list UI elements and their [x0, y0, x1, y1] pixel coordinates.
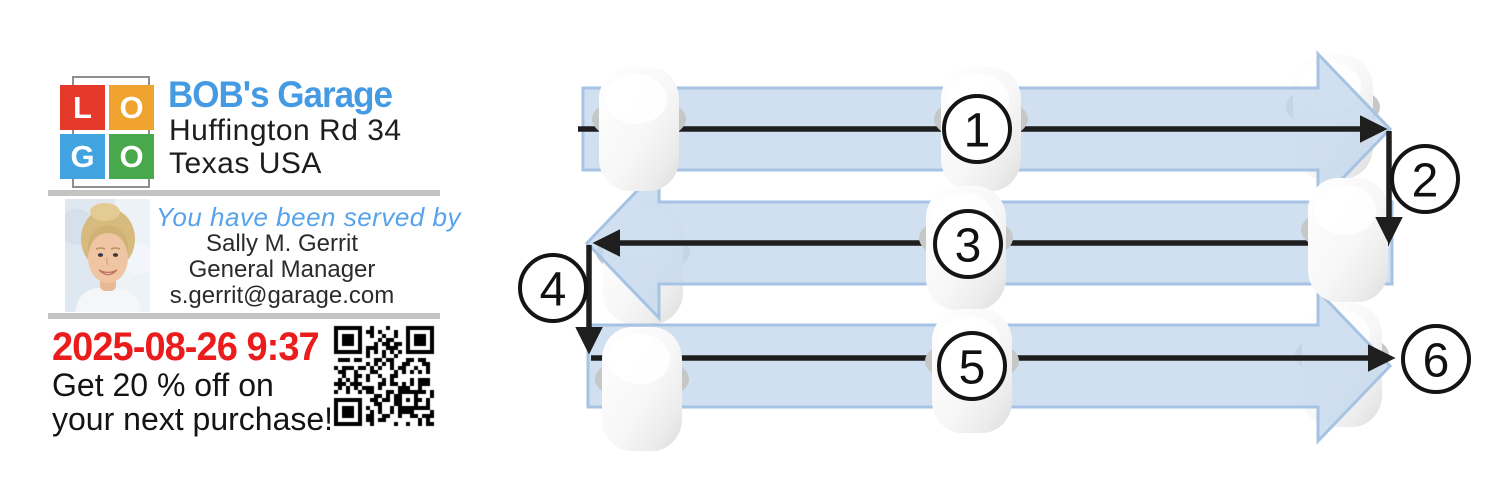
address-line-1: Huffington Rd 34: [169, 114, 402, 147]
logo-cell-l: L: [60, 85, 105, 130]
logo-cell-o2: O: [109, 134, 154, 179]
step-badge-3: 3: [933, 209, 1003, 279]
step-2-label: 2: [1412, 155, 1439, 208]
employee-title: General Manager: [188, 256, 376, 283]
roller-icon: [595, 327, 689, 451]
step-1-label: 1: [964, 105, 991, 158]
step-3-label: 3: [955, 220, 982, 273]
logo-cell-g: G: [60, 134, 105, 179]
served-by-label: You have been served by: [156, 202, 461, 232]
offer-line-2: your next purchase!: [52, 401, 334, 437]
logo: L O G O: [60, 85, 154, 179]
address-line-2: Texas USA: [169, 147, 322, 180]
roller-icon: [1301, 178, 1395, 302]
step-6-label: 6: [1423, 335, 1450, 388]
step-badge-4: 4: [518, 253, 588, 323]
roller-icon: [592, 67, 686, 191]
employee-name: Sally M. Gerrit: [205, 230, 358, 257]
step-badge-5: 5: [937, 331, 1007, 401]
logo-cell-o1: O: [109, 85, 154, 130]
step-5-label: 5: [959, 342, 986, 395]
business-name: BOB's Garage: [168, 74, 393, 116]
step-badge-2: 2: [1390, 144, 1460, 214]
employee-email: s.gerrit@garage.com: [169, 282, 395, 309]
step-badge-1: 1: [942, 94, 1012, 164]
qr-code: [330, 322, 438, 430]
divider-top: [48, 190, 440, 196]
step-4-label: 4: [540, 264, 567, 317]
offer-line-1: Get 20 % off on: [52, 367, 274, 403]
timestamp: 2025-08-26 9:37: [52, 325, 320, 369]
divider-bottom: [48, 313, 440, 319]
employee-photo: [65, 199, 150, 312]
employee-details: Sally M. Gerrit General Manager s.gerrit…: [152, 231, 412, 309]
step-badge-6: 6: [1401, 324, 1471, 394]
